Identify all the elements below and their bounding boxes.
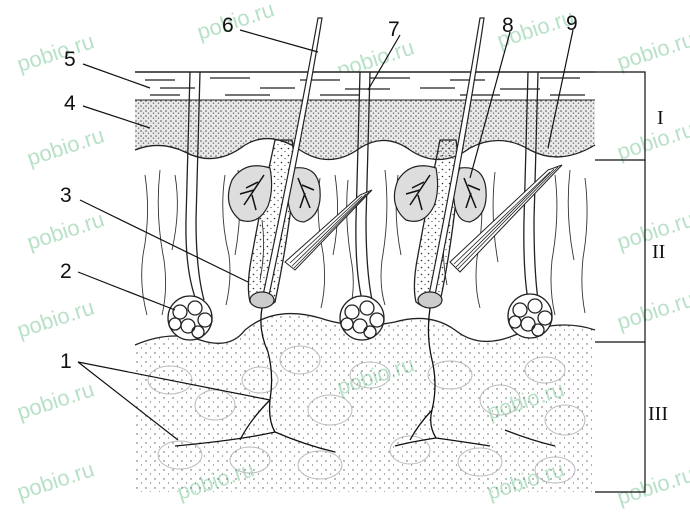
watermark: pobio.ru bbox=[14, 28, 97, 76]
watermark: pobio.ru bbox=[614, 286, 690, 334]
layer-label-epidermis: I bbox=[657, 107, 664, 129]
watermark: pobio.ru bbox=[614, 116, 690, 164]
watermark: pobio.ru bbox=[14, 376, 97, 424]
layer-label-dermis: II bbox=[652, 241, 665, 263]
watermark: pobio.ru bbox=[24, 206, 107, 254]
label-2: 2 bbox=[60, 260, 72, 283]
watermark: pobio.ru bbox=[14, 294, 97, 342]
label-9: 9 bbox=[566, 12, 578, 35]
sweat-gland-coil bbox=[168, 296, 212, 340]
watermark: pobio.ru bbox=[614, 461, 690, 509]
stratum-corneum bbox=[135, 72, 595, 100]
watermark: pobio.ru bbox=[194, 0, 277, 45]
hair-bulb bbox=[250, 292, 274, 308]
label-8: 8 bbox=[502, 14, 514, 37]
sweat-gland-coil bbox=[508, 294, 552, 338]
watermark: pobio.ru bbox=[14, 456, 97, 504]
label-7: 7 bbox=[388, 18, 400, 41]
label-5: 5 bbox=[64, 48, 76, 71]
label-4: 4 bbox=[64, 92, 76, 115]
label-6: 6 bbox=[222, 14, 234, 37]
watermark: pobio.ru bbox=[614, 26, 690, 74]
sweat-gland-coil bbox=[340, 296, 384, 340]
hair-bulb bbox=[418, 292, 442, 308]
label-3: 3 bbox=[60, 184, 72, 207]
layer-label-hypodermis: III bbox=[648, 403, 668, 425]
watermark: pobio.ru bbox=[24, 122, 107, 170]
label-1: 1 bbox=[60, 350, 72, 373]
